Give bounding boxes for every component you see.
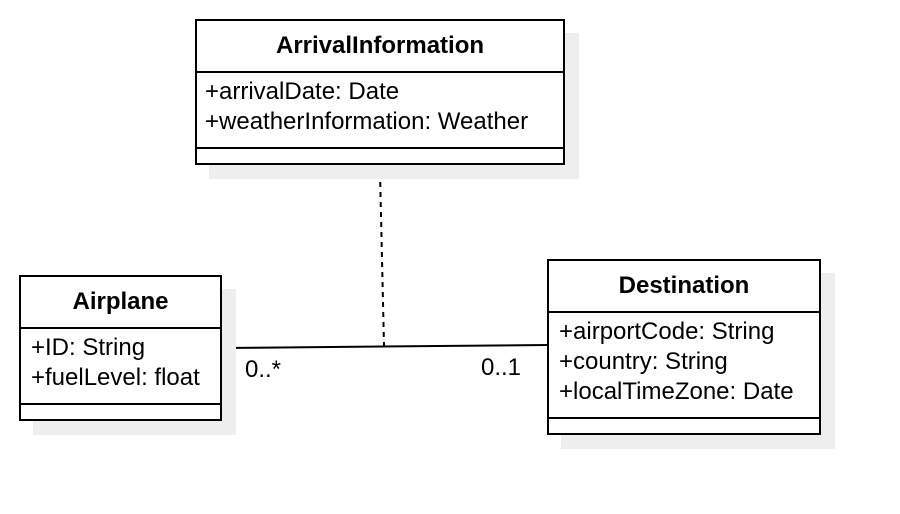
class-name: Airplane: [21, 277, 220, 329]
attribute: +airportCode: String: [559, 318, 775, 345]
attribute: +arrivalDate: Date: [205, 78, 400, 105]
class-destination[interactable]: Destination +airportCode: String +countr…: [547, 259, 821, 435]
class-name: ArrivalInformation: [197, 21, 563, 73]
attribute: +weatherInformation: Weather: [205, 108, 529, 135]
attribute: +ID: String: [31, 334, 146, 361]
class-attributes: +airportCode: String +country: String +l…: [549, 313, 819, 419]
attribute: +fuelLevel: float: [31, 364, 200, 391]
multiplicity-destination: 0..1: [481, 354, 522, 381]
class-attributes: +arrivalDate: Date +weatherInformation: …: [197, 73, 563, 149]
attribute: +country: String: [559, 348, 728, 375]
class-name: Destination: [549, 261, 819, 313]
association-class-link: [379, 171, 385, 347]
attribute: +localTimeZone: Date: [559, 378, 794, 405]
class-airplane[interactable]: Airplane +ID: String +fuelLevel: float: [19, 275, 222, 421]
class-arrival-information[interactable]: ArrivalInformation +arrivalDate: Date +w…: [195, 19, 565, 165]
association-line: [220, 344, 549, 349]
multiplicity-airplane: 0..*: [245, 356, 282, 383]
class-attributes: +ID: String +fuelLevel: float: [21, 329, 220, 405]
